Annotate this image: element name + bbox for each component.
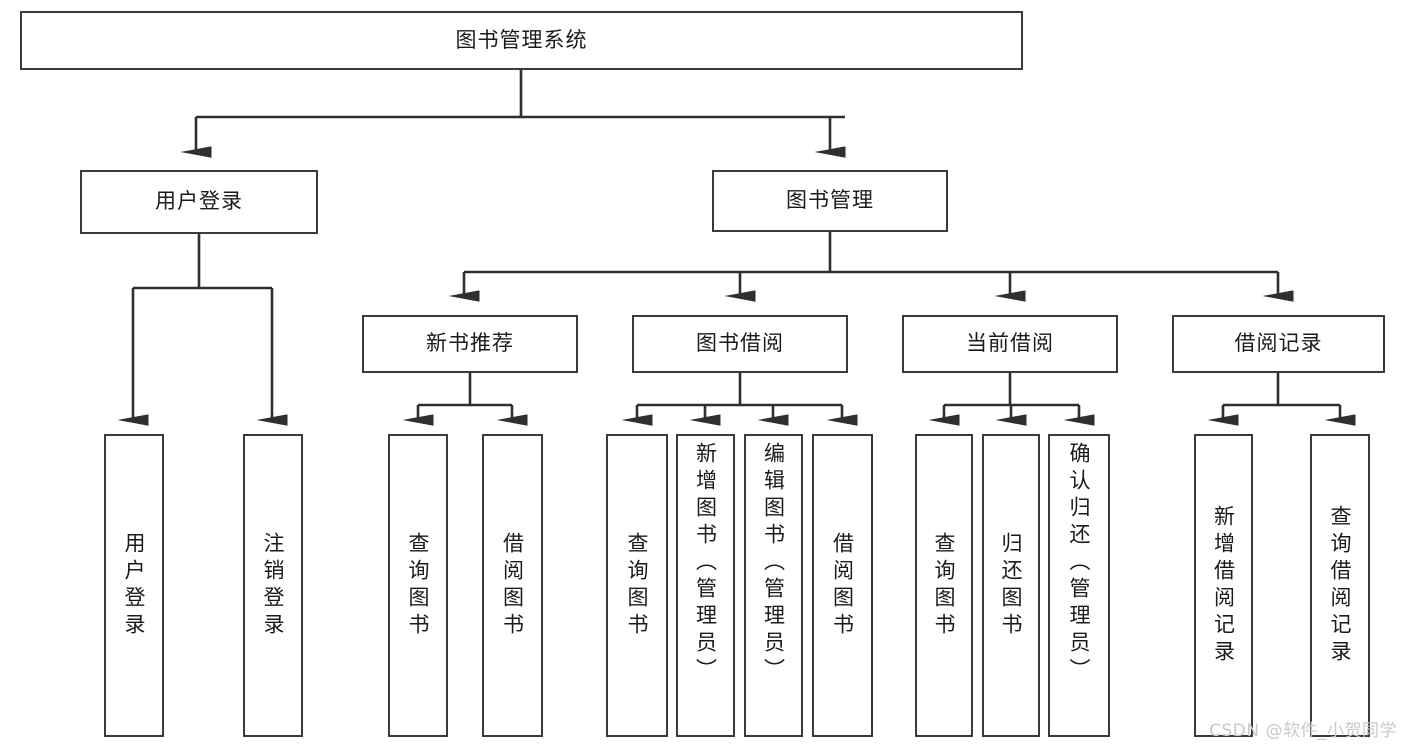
node-label: 新增借阅记录 bbox=[1211, 504, 1236, 667]
node-borrow-record[interactable]: 借阅记录 bbox=[1172, 315, 1385, 373]
leaf-book-borrow-add[interactable]: 新增图书（管理员） bbox=[676, 434, 735, 737]
leaf-user-login-logout[interactable]: 注销登录 bbox=[243, 434, 303, 737]
leaf-new-book-borrow[interactable]: 借阅图书 bbox=[482, 434, 543, 737]
node-label: 新书推荐 bbox=[426, 331, 514, 356]
node-label: 查询图书 bbox=[406, 531, 431, 640]
node-label: 确认归还（管理员） bbox=[1067, 442, 1092, 685]
leaf-new-book-query[interactable]: 查询图书 bbox=[388, 434, 448, 737]
node-label: 查询借阅记录 bbox=[1328, 504, 1353, 667]
node-label: 图书管理系统 bbox=[455, 27, 588, 52]
node-label: 编辑图书（管理员） bbox=[761, 442, 786, 685]
csdn-watermark: CSDN @软件_小贺同学 bbox=[1209, 721, 1397, 741]
leaf-book-borrow-edit[interactable]: 编辑图书（管理员） bbox=[744, 434, 803, 737]
node-user-login[interactable]: 用户登录 bbox=[80, 170, 318, 234]
node-label: 图书管理 bbox=[786, 188, 874, 213]
node-book-borrow[interactable]: 图书借阅 bbox=[632, 315, 848, 373]
node-label: 借阅图书 bbox=[500, 531, 525, 640]
leaf-book-borrow-borrow[interactable]: 借阅图书 bbox=[812, 434, 873, 737]
node-label: 当前借阅 bbox=[966, 331, 1054, 356]
node-label: 图书借阅 bbox=[696, 331, 784, 356]
node-label: 新增图书（管理员） bbox=[693, 442, 718, 685]
leaf-current-borrow-return[interactable]: 归还图书 bbox=[982, 434, 1040, 737]
node-label: 查询图书 bbox=[932, 531, 957, 640]
node-label: 归还图书 bbox=[999, 531, 1024, 640]
leaf-current-borrow-confirm-return[interactable]: 确认归还（管理员） bbox=[1048, 434, 1110, 737]
node-label: 用户登录 bbox=[155, 189, 243, 214]
node-new-book-recommend[interactable]: 新书推荐 bbox=[362, 315, 578, 373]
leaf-book-borrow-query[interactable]: 查询图书 bbox=[606, 434, 668, 737]
node-book-management[interactable]: 图书管理 bbox=[712, 170, 948, 232]
node-current-borrow[interactable]: 当前借阅 bbox=[902, 315, 1118, 373]
leaf-current-borrow-query[interactable]: 查询图书 bbox=[915, 434, 973, 737]
node-root-system[interactable]: 图书管理系统 bbox=[20, 11, 1023, 70]
node-label: 用户登录 bbox=[122, 531, 147, 640]
node-label: 注销登录 bbox=[261, 531, 286, 640]
leaf-user-login-login[interactable]: 用户登录 bbox=[104, 434, 164, 737]
node-label: 借阅记录 bbox=[1234, 331, 1323, 356]
leaf-borrow-record-add[interactable]: 新增借阅记录 bbox=[1194, 434, 1253, 737]
node-label: 借阅图书 bbox=[830, 531, 855, 640]
leaf-borrow-record-query[interactable]: 查询借阅记录 bbox=[1310, 434, 1370, 737]
node-label: 查询图书 bbox=[625, 531, 650, 640]
